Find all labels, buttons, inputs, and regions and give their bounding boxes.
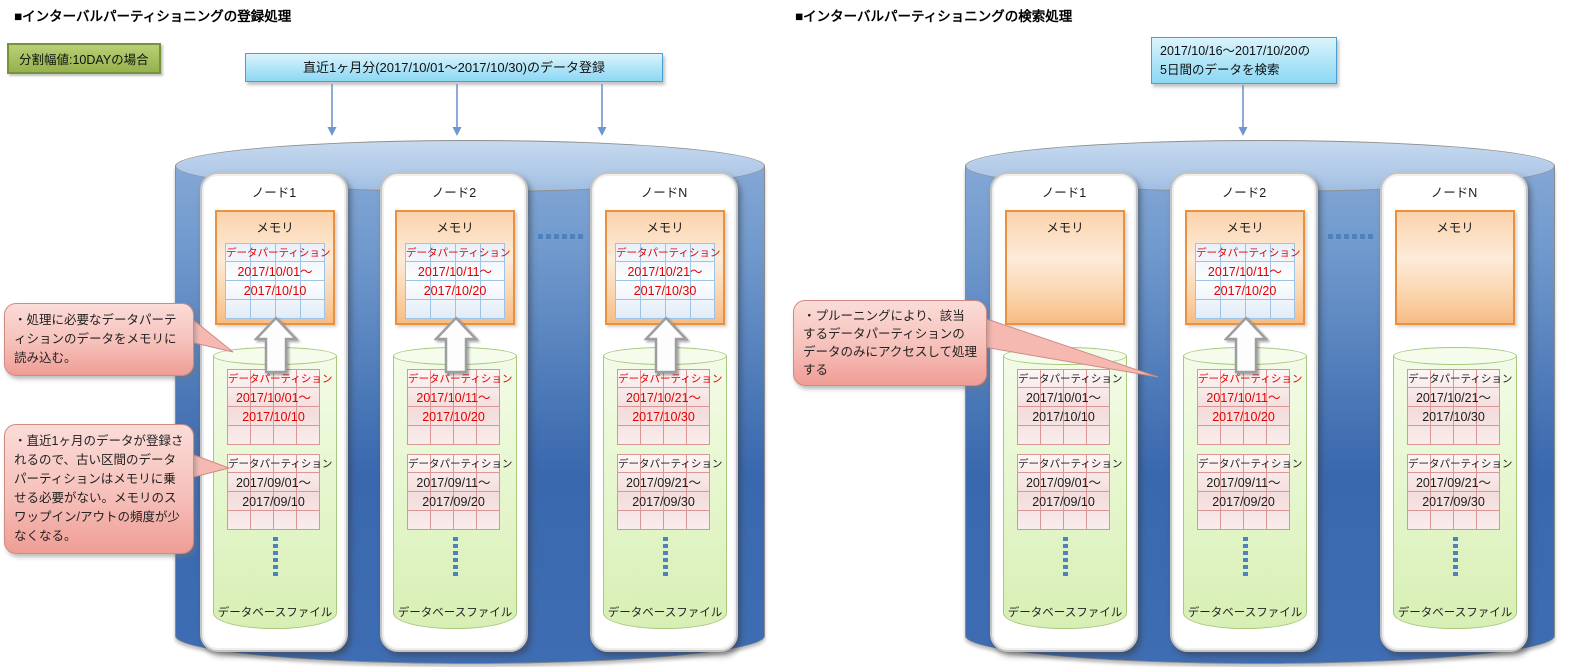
database-file-cylinder: データパーティション 2017/10/21〜 2017/10/30 データパーテ… bbox=[603, 347, 727, 629]
memory-box: メモリ bbox=[1395, 210, 1515, 325]
database-file-cylinder: データパーティション 2017/10/01〜 2017/10/10 データパーテ… bbox=[213, 347, 337, 629]
node-right-2: ノード2 メモリ データパーティション 2017/10/11〜 2017/10/… bbox=[1170, 172, 1318, 652]
memory-box: メモリ データパーティション 2017/10/01〜 2017/10/10 bbox=[215, 210, 335, 325]
db-partition: データパーティション 2017/09/01〜 2017/09/10 bbox=[227, 454, 332, 530]
node-title: ノード1 bbox=[1041, 186, 1087, 200]
db-partition: データパーティション 2017/10/11〜 2017/10/20 bbox=[1197, 369, 1302, 445]
memory-partition-grid: データパーティション 2017/10/21〜 2017/10/30 bbox=[615, 243, 721, 319]
node-title: ノードN bbox=[1430, 186, 1478, 200]
load-to-memory-arrow-icon bbox=[644, 316, 688, 374]
note-pruning: ・プルーニングにより、該当するデータパーティションのデータのみにアクセスして処理… bbox=[793, 300, 987, 386]
right-diagram-title: ■インターバルパーティショニングの検索処理 bbox=[795, 9, 1073, 24]
db-partition: データパーティション 2017/09/11〜 2017/09/20 bbox=[407, 454, 512, 530]
db-file-label: データベースファイル bbox=[397, 607, 513, 619]
db-partition: データパーティション 2017/10/11〜 2017/10/20 bbox=[407, 369, 512, 445]
memory-label: メモリ bbox=[256, 221, 294, 235]
left-diagram-title: ■インターバルパーティショニングの登録処理 bbox=[14, 9, 292, 24]
search-callout-line2: 5日間のデータを検索 bbox=[1160, 63, 1280, 77]
ellipsis-vertical-icon bbox=[603, 537, 727, 576]
db-partition: データパーティション 2017/09/21〜 2017/09/30 bbox=[1407, 454, 1512, 530]
memory-partition-grid: データパーティション 2017/10/01〜 2017/10/10 bbox=[225, 243, 331, 319]
node-left-2: ノード2 メモリ データパーティション 2017/10/11〜 2017/10/… bbox=[380, 172, 528, 652]
db-file-label: データベースファイル bbox=[1187, 607, 1303, 619]
load-to-memory-arrow-icon bbox=[434, 316, 478, 374]
node-title: ノード1 bbox=[251, 186, 297, 200]
ellipsis-vertical-icon bbox=[213, 537, 337, 576]
database-file-cylinder: データパーティション 2017/10/11〜 2017/10/20 データパーテ… bbox=[393, 347, 517, 629]
load-to-memory-arrow-icon bbox=[1224, 316, 1268, 374]
memory-label: メモリ bbox=[1046, 221, 1084, 235]
memory-label: メモリ bbox=[436, 221, 474, 235]
note-load-memory: ・処理に必要なデータパーティションのデータをメモリに読み込む。 bbox=[4, 303, 194, 376]
memory-label: メモリ bbox=[1436, 221, 1474, 235]
node-title: ノードN bbox=[640, 186, 688, 200]
node-right-1: ノード1 メモリ データパーティション 2017/10/01〜 2017/10/… bbox=[990, 172, 1138, 652]
database-file-cylinder: データパーティション 2017/10/11〜 2017/10/20 データパーテ… bbox=[1183, 347, 1307, 629]
ellipsis-vertical-icon bbox=[1183, 537, 1307, 576]
ellipsis-horizontal-icon bbox=[538, 234, 583, 239]
db-partition: データパーティション 2017/10/01〜 2017/10/10 bbox=[227, 369, 332, 445]
memory-box: メモリ データパーティション 2017/10/21〜 2017/10/30 bbox=[605, 210, 725, 325]
node-title: ノード2 bbox=[1221, 186, 1267, 200]
memory-partition-grid: データパーティション 2017/10/11〜 2017/10/20 bbox=[1195, 243, 1301, 319]
node-left-n: ノードN メモリ データパーティション 2017/10/21〜 2017/10/… bbox=[590, 172, 738, 652]
db-partition: データパーティション 2017/09/21〜 2017/09/30 bbox=[617, 454, 722, 530]
ellipsis-vertical-icon bbox=[1393, 537, 1517, 576]
db-partition: データパーティション 2017/09/01〜 2017/09/10 bbox=[1017, 454, 1122, 530]
db-partition: データパーティション 2017/10/21〜 2017/10/30 bbox=[1407, 369, 1512, 445]
db-partition: データパーティション 2017/10/21〜 2017/10/30 bbox=[617, 369, 722, 445]
memory-label: メモリ bbox=[646, 221, 684, 235]
memory-box: メモリ データパーティション 2017/10/11〜 2017/10/20 bbox=[395, 210, 515, 325]
note-swap-frequency: ・直近1ヶ月のデータが登録されるので、古い区間のデータパーティションはメモリに乗… bbox=[4, 424, 194, 554]
ellipsis-vertical-icon bbox=[393, 537, 517, 576]
load-to-memory-arrow-icon bbox=[254, 316, 298, 374]
node-left-1: ノード1 メモリ データパーティション 2017/10/01〜 2017/10/… bbox=[200, 172, 348, 652]
db-partition: データパーティション 2017/09/11〜 2017/09/20 bbox=[1197, 454, 1302, 530]
ellipsis-vertical-icon bbox=[1003, 537, 1127, 576]
node-right-n: ノードN メモリ データパーティション 2017/10/21〜 2017/10/… bbox=[1380, 172, 1528, 652]
memory-partition-text: データパーティション 2017/10/11〜 2017/10/20 bbox=[1196, 247, 1301, 298]
register-callout: 直近1ヶ月分(2017/10/01〜2017/10/30)のデータ登録 bbox=[245, 53, 663, 82]
node-title: ノード2 bbox=[431, 186, 477, 200]
search-callout-line1: 2017/10/16〜2017/10/20の bbox=[1160, 44, 1311, 58]
split-width-tag: 分割幅値:10DAYの場合 bbox=[7, 43, 161, 74]
db-file-label: データベースファイル bbox=[1397, 607, 1513, 619]
db-file-label: データベースファイル bbox=[607, 607, 723, 619]
db-partition: データパーティション 2017/10/01〜 2017/10/10 bbox=[1017, 369, 1122, 445]
memory-label: メモリ bbox=[1226, 221, 1264, 235]
search-callout: 2017/10/16〜2017/10/20の 5日間のデータを検索 bbox=[1151, 37, 1337, 84]
memory-box: メモリ データパーティション 2017/10/11〜 2017/10/20 bbox=[1185, 210, 1305, 325]
database-file-cylinder: データパーティション 2017/10/21〜 2017/10/30 データパーテ… bbox=[1393, 347, 1517, 629]
db-file-label: データベースファイル bbox=[217, 607, 333, 619]
memory-partition-text: データパーティション 2017/10/11〜 2017/10/20 bbox=[406, 247, 511, 298]
memory-partition-text: データパーティション 2017/10/01〜 2017/10/10 bbox=[226, 247, 331, 298]
memory-box: メモリ bbox=[1005, 210, 1125, 325]
db-file-label: データベースファイル bbox=[1007, 607, 1123, 619]
memory-partition-grid: データパーティション 2017/10/11〜 2017/10/20 bbox=[405, 243, 511, 319]
ellipsis-horizontal-icon bbox=[1328, 234, 1373, 239]
database-file-cylinder: データパーティション 2017/10/01〜 2017/10/10 データパーテ… bbox=[1003, 347, 1127, 629]
memory-partition-text: データパーティション 2017/10/21〜 2017/10/30 bbox=[616, 247, 721, 298]
